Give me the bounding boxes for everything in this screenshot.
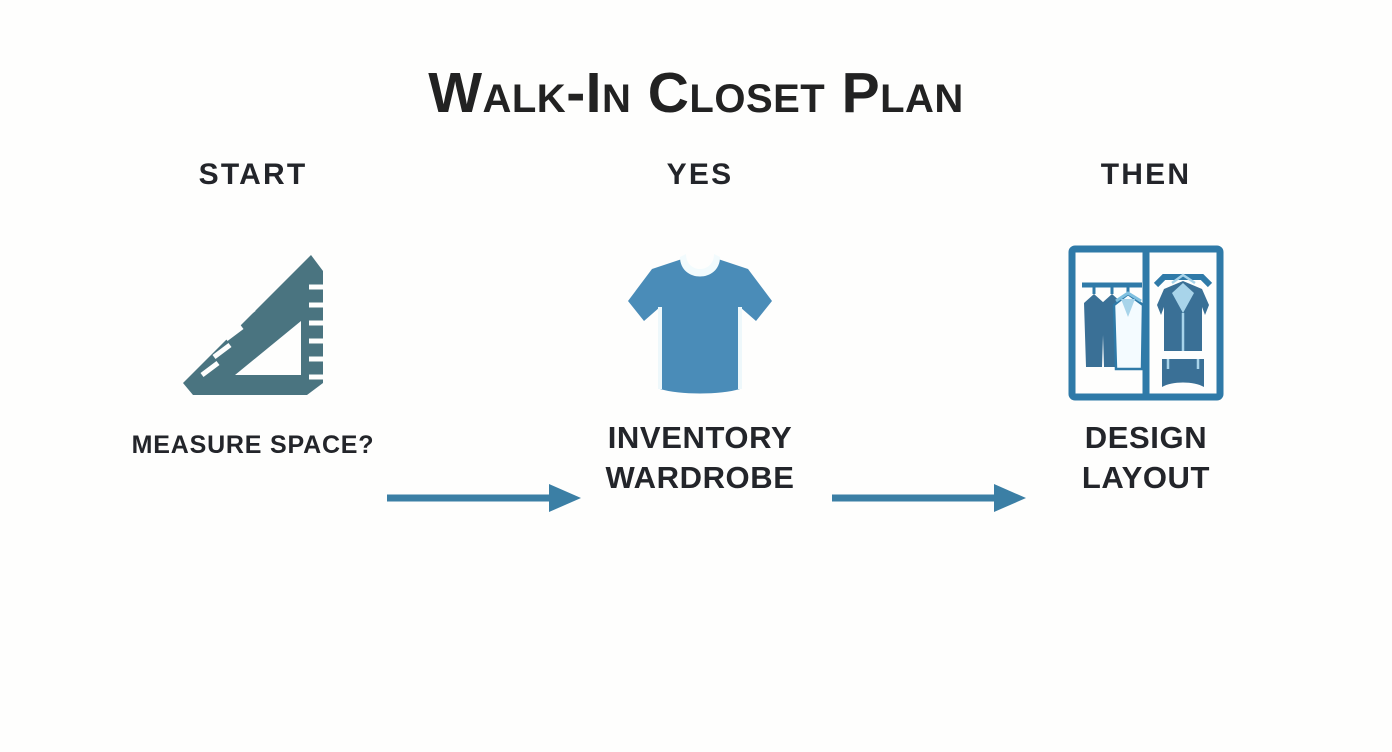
flow-node-caption-measure-space: MEASURE SPACE? bbox=[131, 431, 375, 459]
flow-node-inventory-wardrobe[interactable]: YES INVENTORY WARDROBE bbox=[550, 160, 850, 520]
arrow-right-icon-connector-1 bbox=[385, 478, 585, 518]
ruler-triangle-icon bbox=[103, 238, 403, 408]
closet-wardrobe-icon bbox=[996, 238, 1296, 408]
flow-node-label-yes: YES bbox=[666, 158, 734, 191]
arrow-right-icon-connector-2 bbox=[830, 478, 1030, 518]
tshirt-icon bbox=[550, 238, 850, 408]
flow-node-label-then: THEN bbox=[1100, 158, 1192, 191]
flow-node-measure-space[interactable]: START bbox=[103, 160, 403, 520]
flow-row: START bbox=[0, 160, 1392, 520]
page-title: Walk-In Closet Plan bbox=[428, 61, 964, 125]
flow-node-design-layout[interactable]: THEN bbox=[996, 160, 1296, 520]
flow-node-caption-inventory-wardrobe: INVENTORY WARDROBE bbox=[605, 420, 795, 495]
flow-node-label-start: START bbox=[198, 158, 308, 191]
flow-node-caption-design-layout: DESIGN LAYOUT bbox=[1081, 420, 1211, 495]
